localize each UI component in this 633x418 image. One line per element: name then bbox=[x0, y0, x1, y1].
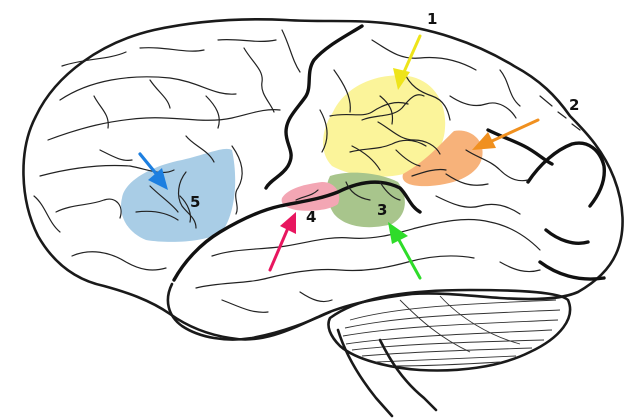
brain-stem bbox=[336, 328, 438, 418]
temporal-gyri bbox=[195, 173, 541, 313]
arrow-3 bbox=[388, 222, 422, 280]
brain-line-art bbox=[22, 18, 624, 418]
occipital-sulcus bbox=[526, 141, 606, 281]
label-4: 4 bbox=[306, 208, 316, 226]
frontal-gyri bbox=[33, 29, 301, 271]
label-3: 3 bbox=[377, 201, 387, 219]
central-sulcus bbox=[264, 24, 364, 190]
region-labels: 1 2 3 4 5 bbox=[190, 10, 579, 226]
cerebrum-outline bbox=[22, 18, 624, 341]
arrow-5 bbox=[138, 152, 168, 190]
parietal-gyri bbox=[319, 39, 529, 182]
lateral-fissure bbox=[172, 180, 422, 282]
parieto-occipital-sulcus bbox=[486, 128, 554, 166]
arrow-2 bbox=[472, 118, 540, 150]
temporal-lobe-boundary bbox=[166, 282, 332, 341]
label-2: 2 bbox=[569, 96, 579, 114]
arrows bbox=[138, 34, 540, 280]
occipital-dashed-line bbox=[539, 95, 581, 131]
label-1: 1 bbox=[427, 10, 437, 28]
arrow-1 bbox=[393, 34, 422, 90]
arrow-4 bbox=[268, 212, 296, 272]
region-folds bbox=[135, 94, 447, 229]
region-3-highlight bbox=[326, 172, 405, 228]
label-5: 5 bbox=[190, 193, 200, 211]
